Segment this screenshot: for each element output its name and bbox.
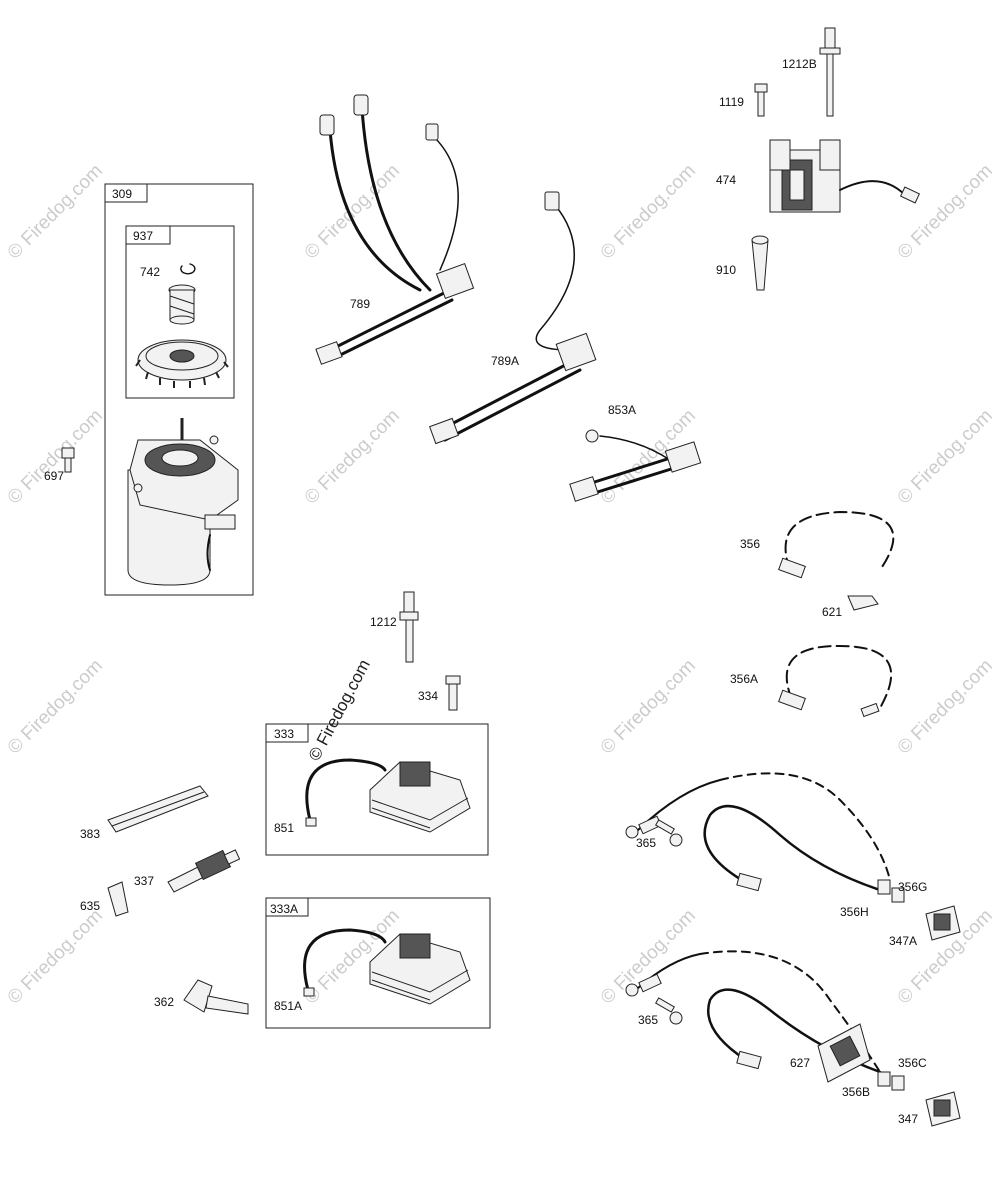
part-635: 635 xyxy=(80,881,129,917)
watermark-6: © Firedog.com xyxy=(301,405,404,508)
label-635: 635 xyxy=(80,899,100,913)
watermark-9: © Firedog.com xyxy=(4,655,107,758)
clip-621 xyxy=(847,595,879,611)
label-474: 474 xyxy=(716,173,736,187)
box-333A xyxy=(265,897,491,1029)
label-356A: 356A xyxy=(730,672,758,686)
box-333A-tag xyxy=(265,897,309,917)
watermark-11: © Firedog.com xyxy=(894,655,997,758)
bolt-334: 334 xyxy=(418,675,461,711)
watermark-center: © Firedog.com xyxy=(305,656,374,764)
starter-motor-group: 309 937 742 xyxy=(44,183,254,596)
label-627: 627 xyxy=(790,1056,810,1070)
watermark-14: © Firedog.com xyxy=(597,905,700,1008)
spark-plug-337: 337 xyxy=(134,849,241,893)
label-334: 334 xyxy=(418,689,438,703)
harness-789A: 789A xyxy=(429,191,597,445)
box-937-tag xyxy=(125,225,171,245)
label-333A: 333A xyxy=(270,902,298,916)
label-1212B: 1212B xyxy=(782,57,817,71)
switch-harness-upper: 365 356G 356H 347A xyxy=(625,772,961,948)
label-697: 697 xyxy=(44,469,64,483)
label-742: 742 xyxy=(140,265,160,279)
screw-365-lower xyxy=(655,997,683,1025)
switch-347A xyxy=(925,905,961,941)
label-356H: 356H xyxy=(840,905,869,919)
plate-627 xyxy=(817,1023,871,1083)
label-851A: 851A xyxy=(274,999,302,1013)
watermark-10: © Firedog.com xyxy=(597,655,700,758)
label-356: 356 xyxy=(740,537,760,551)
drive-pinion xyxy=(168,284,196,325)
box-937 xyxy=(125,225,235,399)
label-356G: 356G xyxy=(898,880,927,894)
label-789: 789 xyxy=(350,297,370,311)
watermark-3: © Firedog.com xyxy=(597,160,700,263)
box-333 xyxy=(265,723,489,856)
coil-333A xyxy=(369,933,471,1005)
starter-gear xyxy=(135,339,229,388)
label-347A: 347A xyxy=(889,934,917,948)
harness-789: 789 xyxy=(315,94,475,365)
label-1119: 1119 xyxy=(719,95,744,109)
label-356C: 356C xyxy=(898,1056,927,1070)
label-337: 337 xyxy=(134,874,154,888)
screw-365-upper xyxy=(655,819,683,847)
watermark-2: © Firedog.com xyxy=(301,160,404,263)
label-362: 362 xyxy=(154,995,174,1009)
ignition-coil-333A-group: 333A 851A xyxy=(265,897,491,1029)
label-309: 309 xyxy=(112,187,132,201)
stud-1212: 1212 xyxy=(370,591,419,663)
watermark-12: © Firedog.com xyxy=(4,905,107,1008)
box-309 xyxy=(104,183,254,596)
wire-356A: 356A xyxy=(730,644,893,718)
harness-853A: 853A xyxy=(569,403,702,502)
retaining-ring-742 xyxy=(180,263,196,275)
part-383: 383 xyxy=(80,785,209,841)
label-365-lower: 365 xyxy=(638,1013,658,1027)
label-910: 910 xyxy=(716,263,736,277)
label-365-upper: 365 xyxy=(636,836,656,850)
ignition-module-group: 1212B 1119 474 910 xyxy=(716,27,921,291)
wire-356: 356 621 xyxy=(740,510,895,619)
label-347: 347 xyxy=(898,1112,918,1126)
coil-333 xyxy=(369,761,471,833)
watermark-4: © Firedog.com xyxy=(894,160,997,263)
spacer-910 xyxy=(751,235,769,291)
switch-347 xyxy=(925,1091,961,1127)
boot-362: 362 xyxy=(154,979,249,1015)
label-1212: 1212 xyxy=(370,615,397,629)
label-356B: 356B xyxy=(842,1085,870,1099)
starter-motor-body xyxy=(127,418,239,586)
label-621: 621 xyxy=(822,605,842,619)
stud-1212B xyxy=(819,27,841,117)
box-309-tag xyxy=(104,183,148,203)
screw-1119 xyxy=(754,83,768,117)
label-853A: 853A xyxy=(608,403,636,417)
ignition-coil-333-group: 333 851 xyxy=(265,723,489,856)
watermark-1: © Firedog.com xyxy=(4,160,107,263)
ignition-armature-474 xyxy=(769,139,921,213)
label-333: 333 xyxy=(274,727,294,741)
box-333-tag xyxy=(265,723,309,743)
watermark-5: © Firedog.com xyxy=(4,405,107,508)
label-851: 851 xyxy=(274,821,294,835)
bolt-697 xyxy=(61,447,75,473)
watermark-8: © Firedog.com xyxy=(894,405,997,508)
label-789A: 789A xyxy=(491,354,519,368)
label-937: 937 xyxy=(133,229,153,243)
label-383: 383 xyxy=(80,827,100,841)
switch-harness-lower: 365 627 356C 356B 347 xyxy=(625,950,961,1127)
